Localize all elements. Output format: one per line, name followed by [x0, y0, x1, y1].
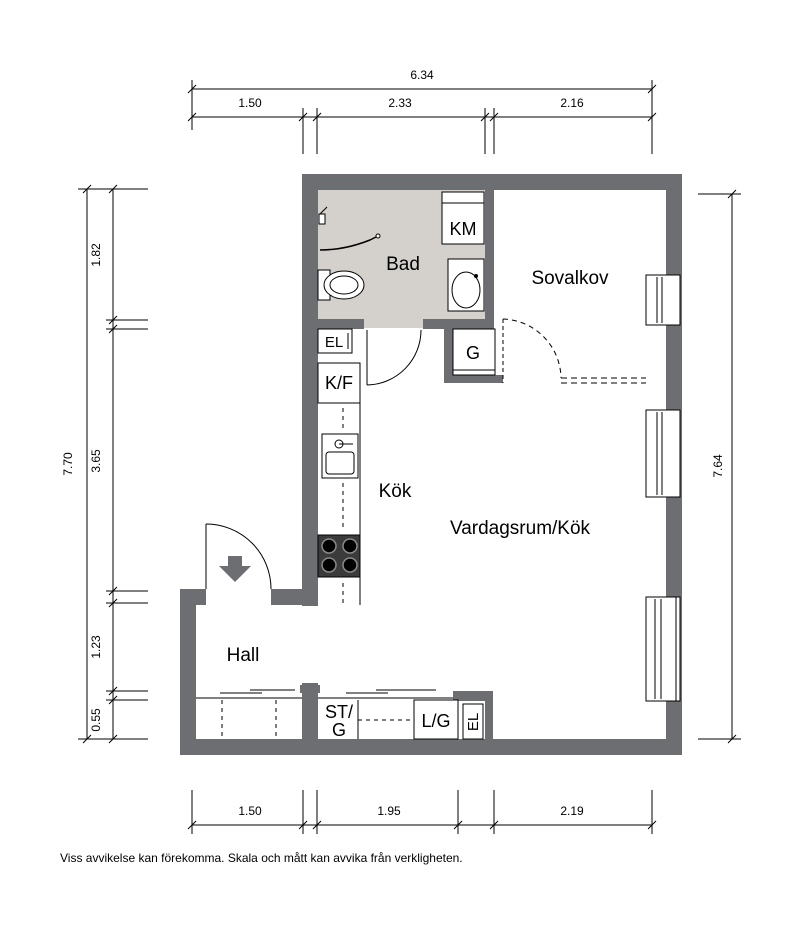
- dimension-bottom: [187, 790, 657, 834]
- windows: [645, 274, 681, 702]
- room-label-kok: Kök: [379, 481, 412, 502]
- dimension-right: [698, 189, 741, 744]
- dim-top-total: 6.34: [410, 68, 434, 82]
- dim-bottom-segment-1: 1.50: [238, 804, 262, 818]
- room-label-vardagsrum: Vardagsrum/Kök: [450, 518, 591, 539]
- dim-left-segment-4: 0.55: [89, 708, 103, 732]
- fixture-label-km: KM: [450, 219, 477, 239]
- dim-left-segment-2: 3.65: [89, 449, 103, 473]
- dim-left-segment-3: 1.23: [89, 635, 103, 659]
- bathroom-fixtures: [317, 191, 485, 312]
- dimension-top: [187, 80, 657, 154]
- fixture-label-el-bottom: EL: [465, 713, 482, 731]
- room-label-bad: Bad: [386, 254, 420, 275]
- doors: [205, 318, 646, 590]
- room-label-sovalkov: Sovalkov: [531, 268, 609, 289]
- fixture-label-lg: L/G: [421, 711, 450, 731]
- dim-top-segment-1: 1.50: [238, 96, 262, 110]
- room-label-hall: Hall: [227, 645, 260, 666]
- dim-right-total: 7.64: [711, 454, 725, 478]
- stove-burners: [321, 538, 358, 573]
- disclaimer-text: Viss avvikelse kan förekomma. Skala och …: [60, 851, 463, 865]
- fixture-label-kf: K/F: [325, 373, 353, 393]
- fixture-label-el-top: EL: [325, 334, 343, 351]
- dim-left-segment-1: 1.82: [89, 243, 103, 267]
- dim-top-segment-2: 2.33: [388, 96, 412, 110]
- fixture-label-st-line1: ST/: [325, 702, 353, 722]
- dim-top-segment-3: 2.16: [560, 96, 584, 110]
- bottom-storage: [196, 689, 484, 740]
- entrance-arrow-icon: [219, 556, 251, 582]
- fixture-label-st-line2: G: [332, 720, 346, 740]
- dim-bottom-segment-3: 2.19: [560, 804, 584, 818]
- dimension-left: [78, 184, 148, 744]
- fixture-label-g: G: [466, 343, 480, 363]
- dim-bottom-segment-2: 1.95: [377, 804, 401, 818]
- dim-left-total: 7.70: [61, 452, 75, 476]
- closet-g: [452, 328, 496, 376]
